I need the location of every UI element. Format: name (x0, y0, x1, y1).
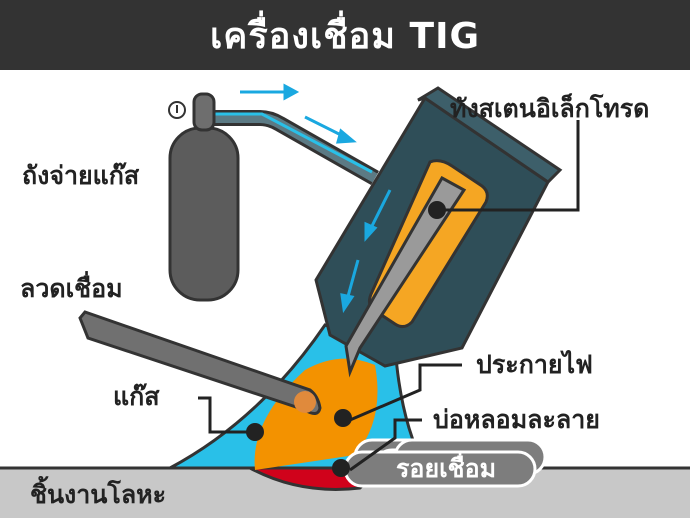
gas-tank-valve (192, 92, 216, 132)
leader-lines (198, 120, 580, 472)
label-filler-rod: ลวดเชื่อม (20, 274, 123, 303)
label-workpiece: ชิ้นงานโลหะ (30, 480, 167, 509)
tig-welding-diagram (0, 83, 690, 518)
leader-dots (246, 201, 446, 477)
filler-rod-tip (294, 391, 316, 413)
tungsten-electrode (344, 175, 467, 378)
gas-flow-line (210, 112, 373, 174)
gas-tank (168, 126, 240, 302)
weld-bead (343, 438, 547, 488)
gas-flow-arrows (240, 83, 392, 314)
label-arc: ประกายไฟ (476, 350, 593, 379)
label-tungsten-electrode: ทังสเตนอิเล็กโทรด (450, 94, 650, 123)
label-gas: แก๊ส (113, 382, 160, 411)
torch-cap-top (417, 86, 563, 184)
label-weld-pool: บ่อหลอมละลาย (433, 405, 600, 434)
label-weld-bead: รอยเชื่อม (396, 454, 497, 483)
title-bar: เครื่องเชื่อม TIG (0, 0, 690, 70)
page-title: เครื่องเชื่อม TIG (209, 15, 481, 57)
label-gas-tank: ถังจ่ายแก๊ส (22, 161, 140, 190)
